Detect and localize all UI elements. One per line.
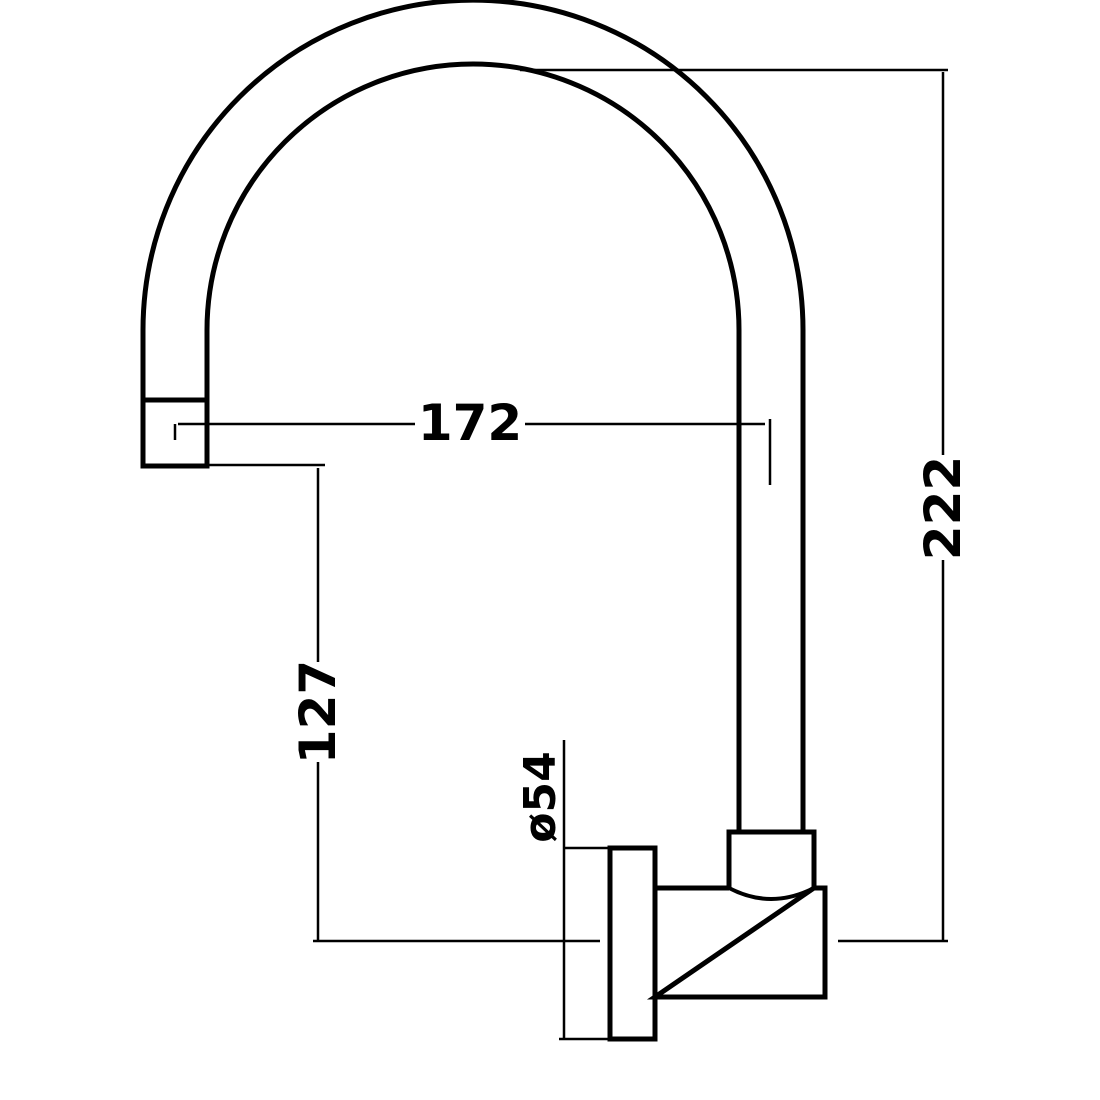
dimension-flange-diameter: [559, 740, 612, 1041]
dimension-outlet-height: [207, 463, 600, 943]
swivel-collar: [726, 829, 817, 888]
dimension-reach: [173, 419, 772, 485]
flange-diameter-label: ø54: [515, 751, 566, 842]
outlet-height-label: 127: [289, 660, 347, 764]
aerator-outlet: [140, 397, 210, 469]
valve-body: [646, 885, 828, 1000]
reach-label: 172: [418, 394, 522, 452]
spout-inner-arc: [204, 61, 742, 832]
dimension-total-height: [520, 68, 948, 943]
spout-outer-arc: [140, 0, 806, 832]
wall-flange: [607, 845, 658, 1042]
total-height-label: 222: [914, 456, 972, 560]
